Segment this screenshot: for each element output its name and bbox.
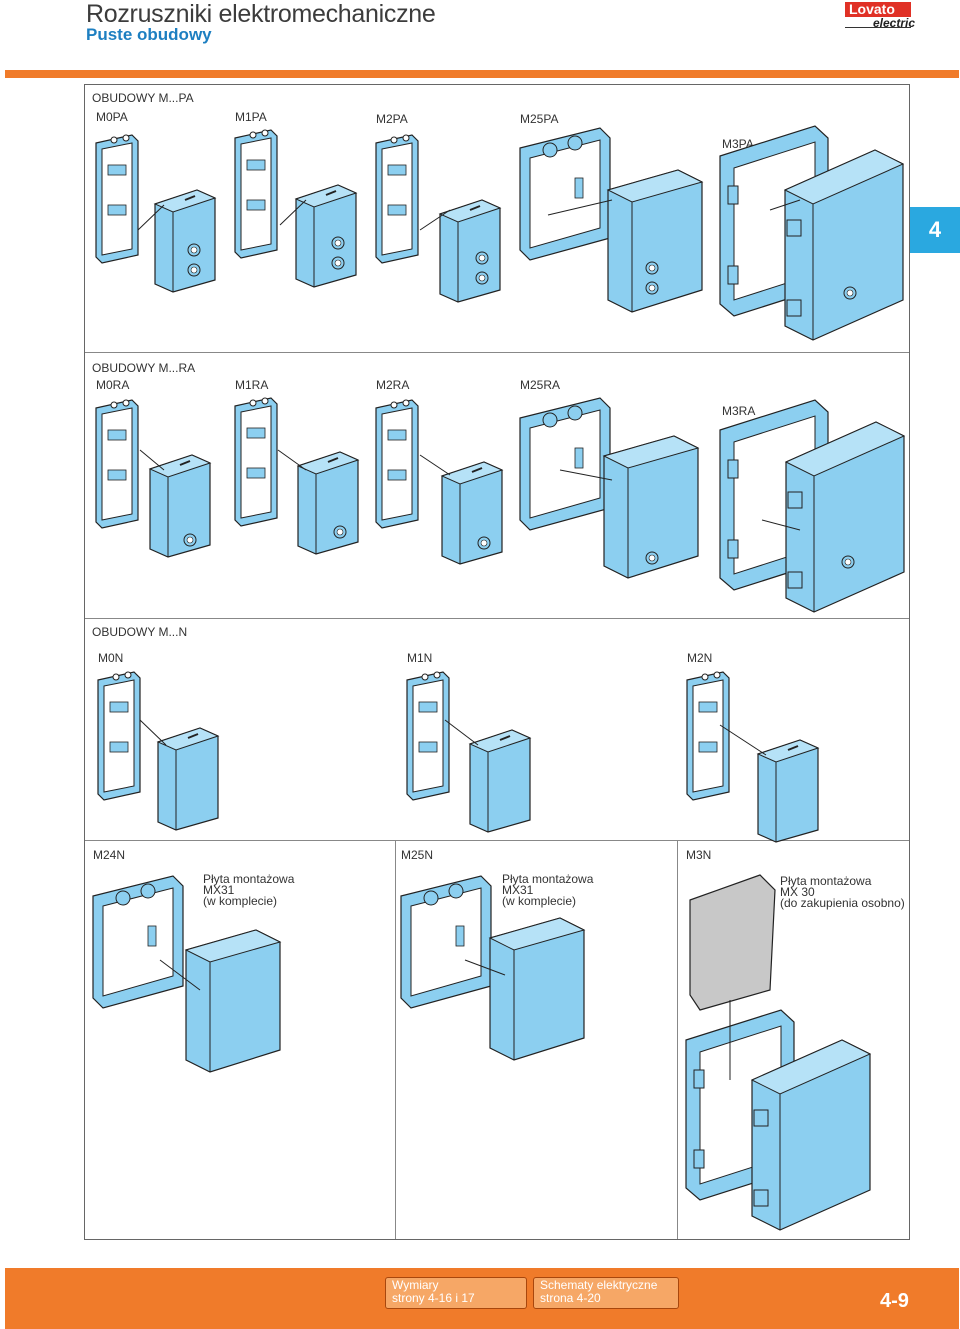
label-m2pa: M2PA	[376, 112, 408, 126]
section-divider-1	[85, 352, 909, 353]
note-line: (do zakupienia osobno)	[780, 896, 905, 910]
note-line: (w komplecie)	[203, 894, 278, 908]
label-m3n: M3N	[686, 848, 712, 862]
footer-link-dimensions[interactable]: Wymiary strony 4-16 i 17	[385, 1277, 527, 1309]
header-bar	[5, 70, 959, 78]
section-title-ra: OBUDOWY M...RA	[92, 361, 196, 375]
column-divider-2	[677, 841, 678, 1239]
note-line: (w komplecie)	[502, 894, 577, 908]
note-line: MX31	[502, 883, 534, 897]
section-title-n: OBUDOWY M...N	[92, 625, 188, 639]
note-line: MX 30	[780, 885, 815, 899]
lovato-logo: Lovato electric	[845, 2, 915, 30]
label-m3ra: M3RA	[722, 404, 756, 418]
label-m1n: M1N	[407, 651, 433, 665]
logo-underline	[845, 27, 911, 28]
column-divider-1	[395, 841, 396, 1239]
label-m25pa: M25PA	[520, 112, 559, 126]
note-line: Płyta montażowa	[780, 874, 872, 888]
note-m3n: Płyta montażowa MX 30 (do zakupienia oso…	[780, 874, 905, 910]
logo-brand: Lovato	[845, 2, 911, 17]
footer-link-line: strona 4-20	[540, 1291, 601, 1305]
label-m0n: M0N	[98, 651, 124, 665]
note-m24n: Płyta montażowa MX31 (w komplecie)	[203, 872, 295, 908]
chapter-tab: 4	[910, 207, 960, 253]
label-m1ra: M1RA	[235, 378, 269, 392]
section-divider-3	[85, 840, 909, 841]
mounting-plate	[689, 874, 776, 1011]
page-subtitle: Puste obudowy	[86, 25, 212, 44]
section-divider-2	[85, 618, 909, 619]
footer-link-line: Schematy elektryczne	[540, 1278, 658, 1292]
footer-link-line: Wymiary	[392, 1278, 439, 1292]
page-number: 4-9	[880, 1290, 909, 1312]
label-m2n: M2N	[687, 651, 713, 665]
footer-link-diagrams[interactable]: Schematy elektryczne strona 4-20	[533, 1277, 679, 1309]
page-title: Rozruszniki elektromechaniczne	[86, 0, 436, 28]
note-line: Płyta montażowa	[502, 872, 594, 886]
note-line: MX31	[203, 883, 235, 897]
label-m1pa: M1PA	[235, 110, 267, 124]
note-m25n: Płyta montażowa MX31 (w komplecie)	[502, 872, 594, 908]
label-m2ra: M2RA	[376, 378, 410, 392]
label-m0ra: M0RA	[96, 378, 130, 392]
label-m25n: M25N	[401, 848, 434, 862]
note-line: Płyta montażowa	[203, 872, 295, 886]
content-frame	[84, 84, 910, 1240]
footer-link-line: strony 4-16 i 17	[392, 1291, 475, 1305]
label-m25ra: M25RA	[520, 378, 561, 392]
logo-sub: electric	[872, 16, 915, 30]
label-m24n: M24N	[93, 848, 126, 862]
section-title-pa: OBUDOWY M...PA	[92, 91, 194, 105]
label-m0pa: M0PA	[96, 110, 128, 124]
